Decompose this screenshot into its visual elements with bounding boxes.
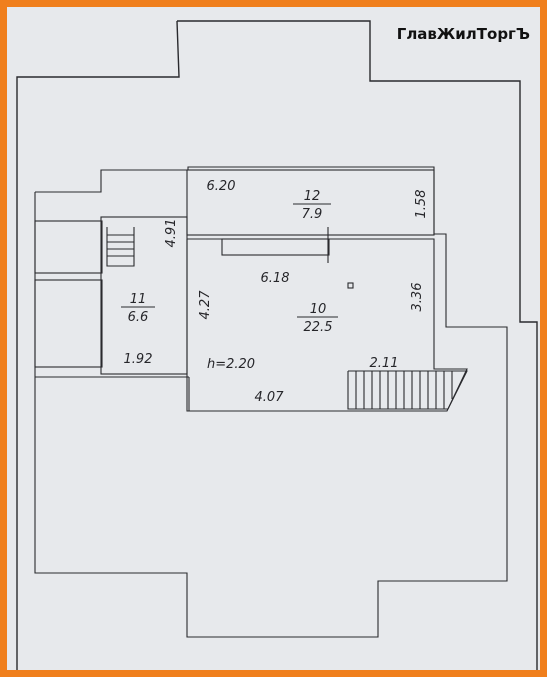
room-12-area: 7.9 <box>302 207 323 222</box>
room-12-number: 12 <box>304 189 321 204</box>
outer-outline <box>177 20 538 670</box>
stair-treads <box>355 371 453 409</box>
inner-outline <box>34 166 508 638</box>
plan-sheet: 12 7.9 6.20 1.58 6.18 10 22.5 4.27 3.36 … <box>7 7 540 670</box>
stair-large <box>347 370 468 410</box>
dim-room11-width: 1.92 <box>124 352 153 367</box>
storage-block-top <box>34 220 103 274</box>
room-11-number: 11 <box>130 292 147 307</box>
room-11-area: 6.6 <box>128 310 149 325</box>
column <box>347 282 354 289</box>
dim-room12-width: 6.20 <box>207 179 236 194</box>
room-10-number: 10 <box>310 302 327 317</box>
floor-plan: 12 7.9 6.20 1.58 6.18 10 22.5 4.27 3.36 … <box>16 20 538 670</box>
ceiling-height: h=2.20 <box>207 357 255 372</box>
room-10 <box>186 238 468 412</box>
dim-room12-height: 1.58 <box>414 190 429 219</box>
outer-outline-left <box>16 20 180 670</box>
dim-room10-right: 3.36 <box>410 283 425 312</box>
watermark-logo: ГлавЖилТоргЪ <box>396 25 530 43</box>
dim-room11-height: 4.91 <box>164 219 179 248</box>
room-12 <box>186 169 435 236</box>
dim-room10-bottom: 4.07 <box>255 390 285 405</box>
room-10-area: 22.5 <box>304 320 333 335</box>
stair-small <box>106 227 135 267</box>
partition <box>221 238 330 256</box>
dim-room10-top: 6.18 <box>261 271 290 286</box>
dim-room10-left: 4.27 <box>198 290 213 320</box>
dim-stair-width: 2.11 <box>370 356 399 371</box>
storage-block-bottom <box>34 279 103 368</box>
